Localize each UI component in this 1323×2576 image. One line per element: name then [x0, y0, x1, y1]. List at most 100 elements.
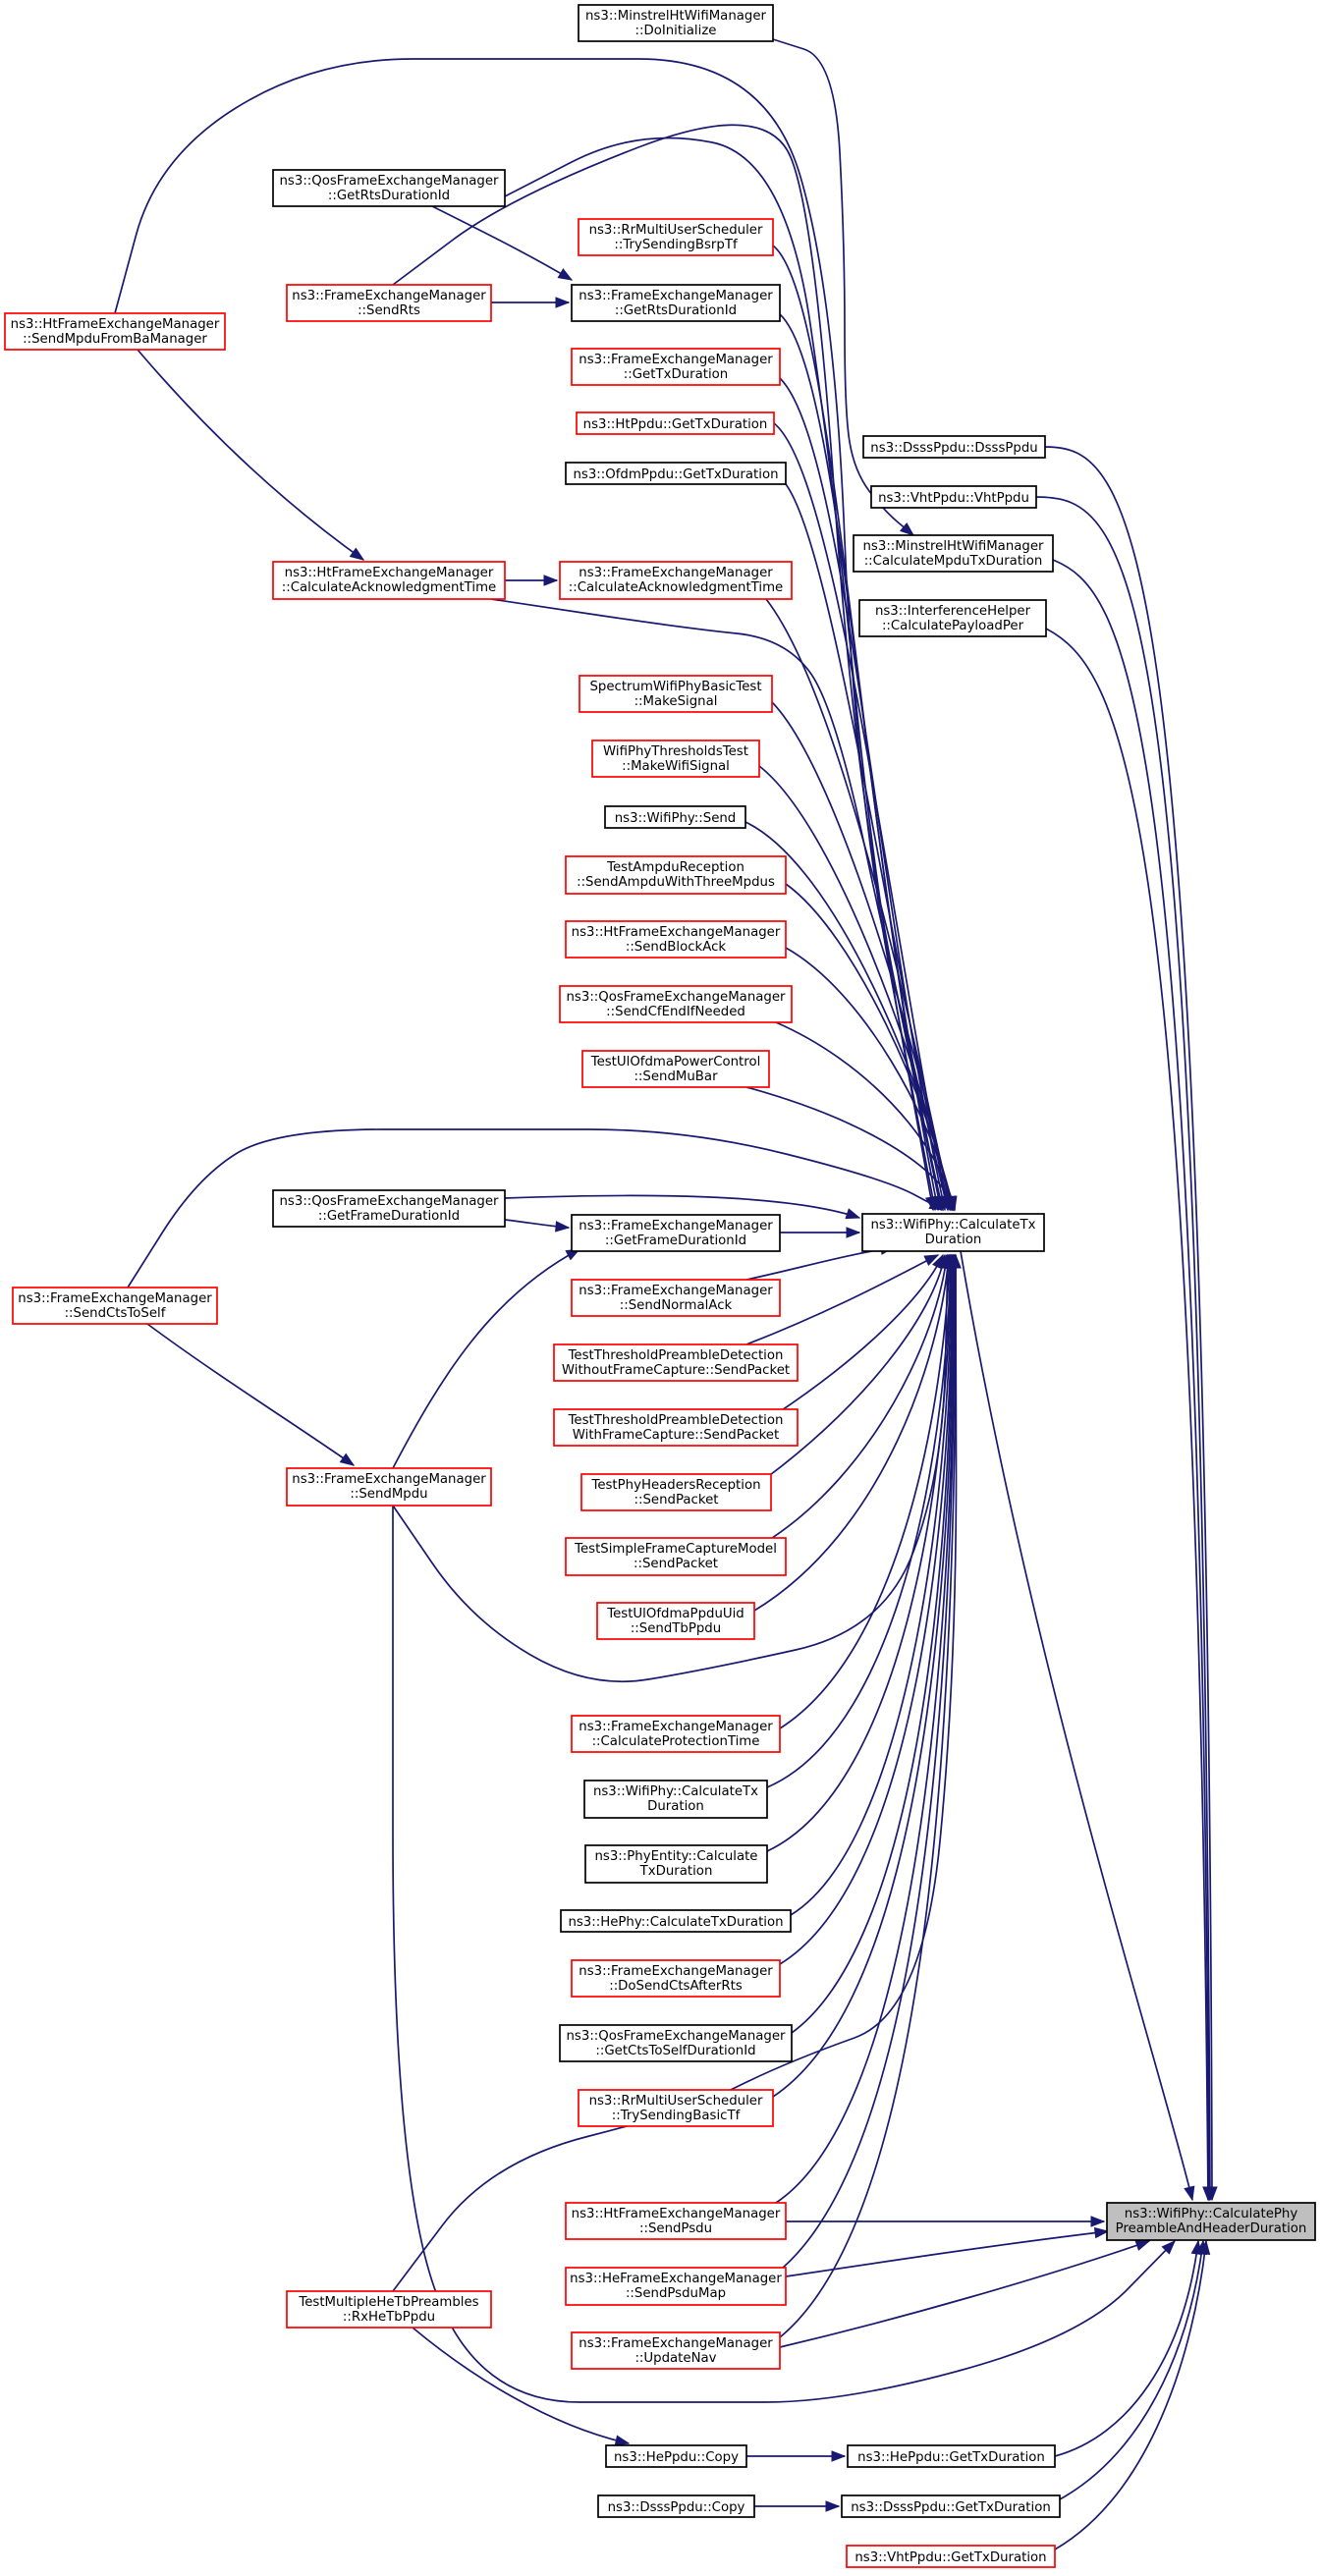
edge-ht_sendpsdu-to-root: [786, 2216, 1106, 2227]
node-thresh-make[interactable]: WifiPhyThresholdsTest::MakeWifiSignal: [591, 740, 760, 778]
node-ht-from-ba[interactable]: ns3::HtFrameExchangeManager::SendMpduFro…: [4, 312, 226, 351]
node-vht-ctor[interactable]: ns3::VhtPpdu::VhtPpdu: [870, 485, 1037, 509]
node-label: ::GetRtsDurationId: [615, 303, 737, 318]
node-minstrel-init[interactable]: ns3::MinstrelHtWifiManager::DoInitialize: [578, 4, 774, 42]
node-thresh-without[interactable]: TestThresholdPreambleDetectionWithoutFra…: [553, 1343, 799, 1382]
node-ht-sendpsdu[interactable]: ns3::HtFrameExchangeManager::SendPsdu: [565, 2202, 787, 2240]
node-label: WithoutFrameCapture::SendPacket: [562, 1363, 790, 1378]
node-box: [12, 1287, 218, 1325]
node-phyentity-calc[interactable]: ns3::PhyEntity::CalculateTxDuration: [584, 1844, 768, 1884]
node-fem-calc-ack[interactable]: ns3::FrameExchangeManager::CalculateAckn…: [559, 561, 793, 600]
node-minstrel-calc[interactable]: ns3::MinstrelHtWifiManager::CalculateMpd…: [853, 534, 1054, 573]
node-qos-cts-self-dur[interactable]: ns3::QosFrameExchangeManager::GetCtsToSe…: [559, 2024, 793, 2062]
node-fem-sendrts[interactable]: ns3::FrameExchangeManager::SendRts: [286, 284, 492, 322]
edge-line: [772, 1254, 955, 2098]
node-fem-normal-ack[interactable]: ns3::FrameExchangeManager::SendNormalAck: [571, 1279, 781, 1317]
node-label: ::SendCtsToSelf: [65, 1306, 166, 1321]
node-fem-cts-self[interactable]: ns3::FrameExchangeManager::SendCtsToSelf: [12, 1287, 218, 1325]
node-vht-ppdu-tx[interactable]: ns3::VhtPpdu::GetTxDuration: [846, 2545, 1056, 2568]
node-fem-rts-dur[interactable]: ns3::FrameExchangeManager::GetRtsDuratio…: [571, 284, 781, 322]
node-box: [571, 1214, 781, 1252]
node-label: ::CalculateAcknowledgmentTime: [569, 580, 783, 595]
node-label: TestPhyHeadersReception: [590, 1478, 760, 1493]
node-box: [553, 1408, 799, 1447]
node-label: ns3::HtFrameExchangeManager: [285, 566, 494, 580]
arrowhead: [555, 1221, 571, 1233]
edge-line: [753, 1254, 950, 1612]
node-ht-blockack[interactable]: ns3::HtFrameExchangeManager::SendBlockAc…: [565, 920, 787, 959]
edge-line: [146, 1323, 355, 1466]
node-label: ::SendPsdu: [639, 2221, 712, 2236]
node-label: WifiPhyThresholdsTest: [603, 744, 748, 759]
node-ofdm-tx[interactable]: ns3::OfdmPpdu::GetTxDuration: [565, 462, 787, 485]
node-dsss-ppdu-tx[interactable]: ns3::DsssPpdu::GetTxDuration: [841, 2494, 1061, 2518]
node-fem-get-tx-dur[interactable]: ns3::FrameExchangeManager::GetTxDuration: [571, 348, 781, 386]
node-box: [565, 2267, 787, 2306]
node-fem-sendmpdu[interactable]: ns3::FrameExchangeManager::SendMpdu: [286, 1467, 492, 1507]
node-label: ns3::QosFrameExchangeManager: [280, 174, 500, 189]
node-box: [862, 435, 1046, 459]
node-he-ppdu-tx[interactable]: ns3::HePpdu::GetTxDuration: [847, 2444, 1056, 2468]
node-wifiphy-send[interactable]: ns3::WifiPhy::Send: [604, 805, 746, 829]
edge-line: [490, 598, 949, 1211]
edge-line: [1054, 2240, 1207, 2550]
node-interf-payload[interactable]: ns3::InterferenceHelper::CalculatePayloa…: [858, 599, 1047, 637]
node-phy-headers[interactable]: TestPhyHeadersReception::SendPacket: [580, 1473, 772, 1511]
node-label: ::MakeWifiSignal: [622, 759, 730, 774]
edge-qos_frame_dur-to-fem_frame_dur: [504, 1219, 571, 1233]
node-box: [571, 348, 781, 386]
node-label: ns3::FrameExchangeManager: [579, 1964, 773, 1979]
node-label: PreambleAndHeaderDuration: [1116, 2221, 1307, 2236]
edge-heppdu_copy-to-he_ppdu_tx: [746, 2450, 847, 2462]
node-label: ns3::HtPpdu::GetTxDuration: [583, 417, 768, 432]
node-multiple-he[interactable]: TestMultipleHeTbPreambles::RxHeTbPpdu: [286, 2290, 492, 2329]
node-root[interactable]: ns3::WifiPhy::CalculatePhyPreambleAndHea…: [1106, 2202, 1316, 2241]
arrowhead: [1202, 2186, 1214, 2202]
edge-fem_frame_dur-to-calc_tx: [779, 1227, 861, 1238]
node-rr-basic[interactable]: ns3::RrMultiUserScheduler::TrySendingBas…: [578, 2089, 774, 2127]
node-fem-calc-prot[interactable]: ns3::FrameExchangeManager::CalculateProt…: [571, 1715, 781, 1753]
node-dsss-ctor[interactable]: ns3::DsssPpdu::DsssPpdu: [862, 435, 1046, 459]
node-dsssppdu-copy[interactable]: ns3::DsssPpdu::Copy: [597, 2494, 755, 2518]
node-label: ::TrySendingBsrpTf: [614, 238, 738, 252]
node-box: [571, 2331, 781, 2370]
node-simple-capture[interactable]: TestSimpleFrameCaptureModel::SendPacket: [565, 1537, 787, 1576]
node-ht-calc-ack[interactable]: ns3::HtFrameExchangeManager::CalculateAc…: [272, 561, 506, 600]
node-hephy-calc[interactable]: ns3::HePhy::CalculateTxDuration: [560, 1909, 792, 1933]
edge-line: [504, 137, 934, 1211]
node-spectrum-make[interactable]: SpectrumWifiPhyBasicTest::MakeSignal: [579, 675, 773, 713]
node-label: ::SendMpduFromBaManager: [23, 332, 207, 347]
node-box: [286, 1467, 492, 1507]
node-label: TestUlOfdmaPowerControl: [590, 1055, 761, 1069]
node-ulofdma-mubar[interactable]: TestUlOfdmaPowerControl::SendMuBar: [581, 1050, 770, 1088]
node-box: [846, 2545, 1056, 2568]
node-box: [565, 462, 787, 485]
node-qos-cfend[interactable]: ns3::QosFrameExchangeManager::SendCfEndI…: [559, 985, 793, 1023]
node-label: ns3::PhyEntity::Calculate: [594, 1849, 757, 1864]
node-label: ::SendAmpduWithThreeMpdus: [577, 875, 775, 890]
node-fem-frame-dur[interactable]: ns3::FrameExchangeManager::GetFrameDurat…: [571, 1214, 781, 1252]
node-heppdu-copy[interactable]: ns3::HePpdu::Copy: [605, 2444, 747, 2468]
node-he-sendpsdumap[interactable]: ns3::HeFrameExchangeManager::SendPsduMap: [565, 2267, 787, 2306]
arrowhead: [950, 1253, 962, 1269]
node-fem-updatenav[interactable]: ns3::FrameExchangeManager::UpdateNav: [571, 2331, 781, 2370]
node-qos-frame-dur[interactable]: ns3::QosFrameExchangeManager::GetFrameDu…: [272, 1189, 506, 1228]
node-label: ns3::MinstrelHtWifiManager: [863, 539, 1045, 554]
node-rr-bsrp[interactable]: ns3::RrMultiUserScheduler::TrySendingBsr…: [578, 218, 774, 256]
node-wifiphy-calc-tx2[interactable]: ns3::WifiPhy::CalculateTxDuration: [583, 1780, 768, 1819]
node-htppdu-tx[interactable]: ns3::HtPpdu::GetTxDuration: [576, 411, 775, 435]
edge-line: [504, 1194, 860, 1219]
node-fem-do-cts[interactable]: ns3::FrameExchangeManager::DoSendCtsAfte…: [571, 1959, 781, 1998]
arrowhead: [945, 1195, 957, 1212]
node-calc-tx[interactable]: ns3::WifiPhy::CalculateTxDuration: [861, 1213, 1045, 1252]
node-label: ::GetFrameDurationId: [318, 1209, 460, 1224]
node-label: ::DoInitialize: [635, 24, 717, 38]
node-label: WithFrameCapture::SendPacket: [573, 1428, 779, 1443]
node-ul-tbppdu[interactable]: TestUlOfdmaPpduUid::SendTbPpdu: [596, 1602, 755, 1640]
node-qos-rts-dur[interactable]: ns3::QosFrameExchangeManager::GetRtsDura…: [272, 169, 506, 207]
node-thresh-with[interactable]: TestThresholdPreambleDetectionWithFrameC…: [553, 1408, 799, 1447]
node-ampdu-three[interactable]: TestAmpduReception::SendAmpduWithThreeMp…: [565, 855, 787, 895]
arrowhead: [1093, 2226, 1110, 2239]
node-label: ::SendNormalAck: [620, 1298, 733, 1313]
